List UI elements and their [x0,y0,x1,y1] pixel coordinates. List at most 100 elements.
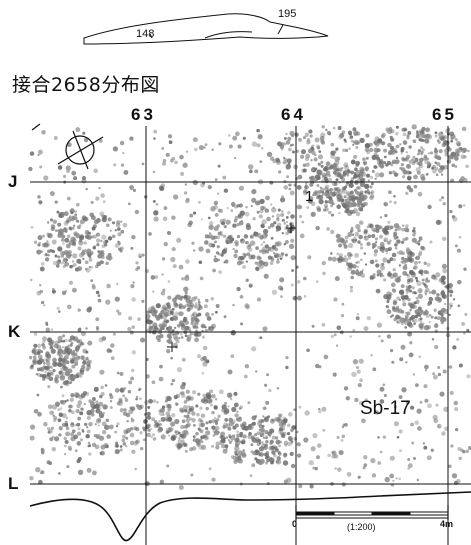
artifact-dot [374,227,378,231]
artifact-dot [267,455,270,458]
artifact-dot [50,348,56,354]
artifact-dot [396,435,400,439]
artifact-dot [58,426,63,431]
artifact-dot [297,174,303,180]
artifact-dot [72,263,77,267]
artifact-dot [351,371,357,377]
artifact-dot [324,184,330,190]
artifact-dot [425,127,430,133]
artifact-dot [36,290,42,296]
artifact-dot [468,446,471,450]
artifact-dot [321,260,326,266]
artifact-dot [375,228,380,233]
artifact-dot [408,187,414,193]
artifact-dot [440,278,445,283]
artifact-dot [379,172,385,178]
artifact-dot [139,431,143,435]
artifact-dot [130,417,133,420]
artifact-dot [213,257,219,263]
artifact-dot [133,440,139,446]
artifact-dot [224,418,229,422]
artifact-dot [121,438,126,443]
artifact-dot [92,246,96,250]
artifact-dot [52,260,58,266]
artifact-dot [31,349,37,355]
artifact-dot [270,257,275,262]
artifact-dot [408,284,412,289]
artifact-dot [280,212,285,217]
artifact-dot [207,326,212,330]
artifact-dot [52,344,55,347]
artifact-dot [359,220,364,225]
artifact-dot [458,236,462,239]
artifact-dot [310,159,313,162]
artifact-dot [62,257,68,263]
artifact-dot [99,451,103,455]
artifact-dot [251,197,257,203]
artifact-dot [376,273,380,277]
artifact-dot [352,328,356,332]
artifact-dot [202,434,207,439]
artifact-dot [264,244,269,249]
artifact-dot [277,285,283,291]
artifact-dot [88,444,92,448]
artifact-dot [339,132,345,139]
artifact-dot [393,200,397,205]
artifact-dot [356,313,360,316]
artifact-dot [359,378,363,382]
artifact-dot [192,390,197,395]
artifact-dot [124,444,128,448]
artifact-dot [170,356,174,360]
artifact-dot [85,327,88,330]
artifact-dot [82,216,88,222]
artifact-dot [97,253,103,259]
artifact-dot [205,248,211,254]
artifact-dot [83,402,86,406]
artifact-dot [174,418,180,424]
artifact-dot [30,278,33,282]
artifact-dot [306,138,311,142]
artifact-dot [442,318,447,323]
artifact-dot [410,405,415,410]
artifact-dot [248,283,253,288]
map-title: 接合2658分布図 [12,74,160,96]
artifact-dot [360,197,365,202]
artifact-dot [58,228,64,233]
artifact-dot [279,144,285,150]
artifact-dot [228,440,232,444]
artifact-dot [70,337,73,340]
artifact-dot [69,265,73,269]
artifact-dot [239,431,244,436]
artifact-dot [348,182,354,189]
artifact-dot [362,157,367,162]
artifact-dot [72,374,77,380]
artifact-dot [255,266,260,271]
artifact-dot [316,144,320,149]
artifact-dot [52,287,55,291]
artifact-dot [77,469,84,475]
artifact-dot [223,218,227,222]
artifact-dot [246,252,251,257]
artifact-dot [256,431,261,436]
artifact-dot [350,135,354,139]
artifact-dot [396,239,401,244]
artifact-dot [342,187,346,191]
artifact-dot [234,443,239,448]
artifact-dot [317,443,322,448]
artifact-dot [198,246,204,252]
artifact-dot [188,407,193,412]
artifact-dot [304,410,310,416]
artifact-dot [379,246,383,250]
artifact-dot [317,190,322,194]
artifact-dot [204,326,207,329]
artifact-dot [375,240,378,244]
artifact-dot [291,269,295,272]
artifact-dot [283,142,287,146]
artifact-dot [165,403,171,409]
artifact-dot [343,138,347,142]
artifact-dot [344,200,350,206]
artifact-dot [401,260,407,265]
artifact-dot [251,141,258,147]
artifact-dot [224,408,230,414]
artifact-dot [350,269,356,275]
